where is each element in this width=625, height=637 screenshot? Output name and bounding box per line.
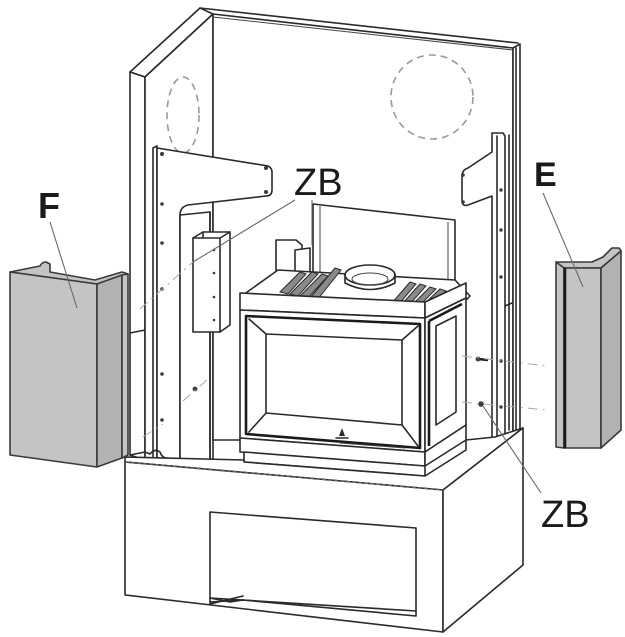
label-screw-zb-top: ZB (294, 162, 343, 204)
fireplace-insert (239, 203, 471, 477)
base-pedestal (124, 427, 524, 633)
label-part-e: E (534, 156, 557, 194)
leader-lines (49, 192, 584, 494)
hidden-flue-openings (166, 54, 474, 154)
right-bracket (461, 132, 513, 441)
label-part-f: F (38, 185, 60, 226)
flame-logo-icon (335, 428, 349, 439)
side-panel-e (555, 247, 622, 449)
side-panel-f (9, 261, 129, 468)
label-screw-zb-bottom: ZB (541, 494, 590, 536)
left-bracket (129, 145, 273, 463)
